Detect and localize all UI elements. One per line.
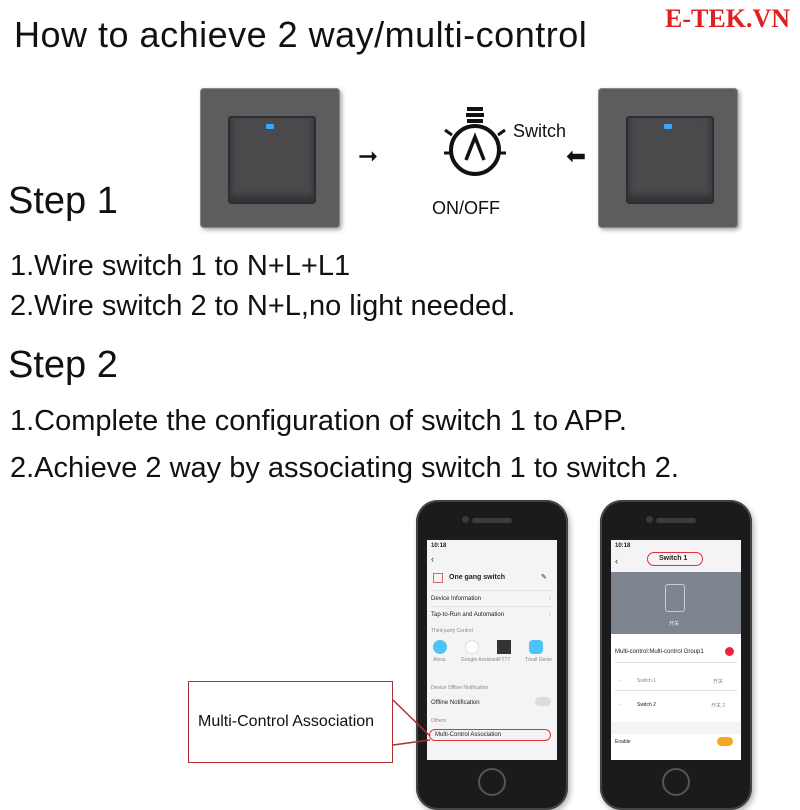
service-alexa: Alexa: [433, 657, 446, 663]
switch-2-image: [598, 88, 738, 228]
section-others: Others: [431, 718, 447, 724]
menu-device-info[interactable]: Device Information: [431, 596, 482, 602]
edit-icon[interactable]: ✎: [541, 574, 547, 581]
tmall-genie-icon[interactable]: [529, 640, 543, 654]
section-offline: Device Offline Notification: [431, 685, 489, 691]
phone-2-home-button[interactable]: [662, 768, 690, 796]
switch-1-row-icon: ▫: [619, 678, 621, 684]
offline-notification-label: Offline Notification: [431, 700, 480, 706]
menu-multi-control[interactable]: Multi-Control Association: [435, 732, 502, 738]
service-google: Google Assistant: [461, 657, 499, 663]
google-assistant-icon[interactable]: [465, 640, 479, 654]
switch-2-state: 开关 2: [711, 703, 726, 709]
callout-text: Multi-Control Association: [198, 713, 375, 730]
switch-label: Switch: [513, 121, 567, 141]
step-1-heading: Step 1: [8, 180, 118, 222]
service-ifttt: IFTTT: [497, 657, 511, 663]
status-time: 10:18: [615, 543, 631, 549]
callout-box: [188, 681, 393, 763]
switch-1-state: 开关: [713, 679, 724, 685]
switch-button-icon[interactable]: [665, 584, 685, 612]
switch-2-name[interactable]: Switch 2: [637, 702, 656, 708]
arrow-right-icon: ➞: [358, 143, 379, 170]
phone-1: 10:18 ‹ One gang switch ✎ Device Informa…: [416, 500, 568, 810]
switch-1-led: [266, 124, 274, 129]
phone-2-camera: [646, 516, 653, 523]
step-2-line-2: 2.Achieve 2 way by associating switch 1 …: [10, 452, 679, 484]
step-2-line-1: 1.Complete the configuration of switch 1…: [10, 405, 627, 437]
brand-logo: E-TEK.VN: [665, 4, 790, 33]
on-off-label: ON/OFF: [432, 198, 500, 218]
switch-2-rocker: [626, 116, 714, 204]
switch-icon-label: 开关: [669, 621, 680, 627]
section-third-party: Third-party Control: [431, 628, 473, 634]
switch-1-name: Switch 1: [637, 678, 656, 684]
bulb-icon: [444, 107, 506, 176]
switch-2-led: [664, 124, 672, 129]
step-1-line-2: 2.Wire switch 2 to N+L,no light needed.: [10, 290, 516, 322]
step-2-heading: Step 2: [8, 344, 118, 386]
step-1-line-1: 1.Wire switch 1 to N+L+L1: [10, 250, 351, 282]
device-icon: [433, 573, 443, 583]
phone-2: 10:18 ‹ Switch 1 开关 Multi-control:Multi-…: [600, 500, 752, 810]
phone-2-screen: 10:18 ‹ Switch 1 开关 Multi-control:Multi-…: [611, 540, 741, 760]
menu-tap-to-run[interactable]: Tap-to-Run and Automation: [431, 612, 505, 618]
arrow-left-icon: ⬅: [566, 143, 587, 170]
chevron-right-icon: ›: [549, 596, 551, 602]
alexa-icon[interactable]: [433, 640, 447, 654]
switch-1-rocker: [228, 116, 316, 204]
phone-1-camera: [462, 516, 469, 523]
switch-2-row-icon: ▫: [619, 702, 621, 708]
chevron-right-icon: ›: [549, 612, 551, 618]
back-icon[interactable]: ‹: [615, 556, 618, 566]
enable-toggle[interactable]: [717, 737, 733, 746]
device-panel: [611, 572, 741, 634]
remove-group-icon[interactable]: [725, 647, 734, 656]
group-label: Multi-control:Multi-control Group1: [615, 649, 704, 655]
phone-1-speaker: [472, 518, 512, 523]
header-highlight: [647, 552, 703, 566]
device-name: One gang switch: [449, 574, 506, 581]
page-title: How to achieve 2 way/multi-control: [14, 14, 588, 55]
service-tmall: Tmall Genie: [525, 657, 552, 663]
phone-1-screen: 10:18 ‹ One gang switch ✎ Device Informa…: [427, 540, 557, 760]
ifttt-icon[interactable]: [497, 640, 511, 654]
offline-toggle[interactable]: [535, 697, 551, 706]
switch-1-image: [200, 88, 340, 228]
header-title: Switch 1: [659, 555, 688, 562]
status-time: 10:18: [431, 543, 447, 549]
enable-label: Enable: [615, 739, 631, 745]
phone-2-speaker: [656, 518, 696, 523]
phone-1-home-button[interactable]: [478, 768, 506, 796]
back-icon[interactable]: ‹: [431, 554, 434, 564]
